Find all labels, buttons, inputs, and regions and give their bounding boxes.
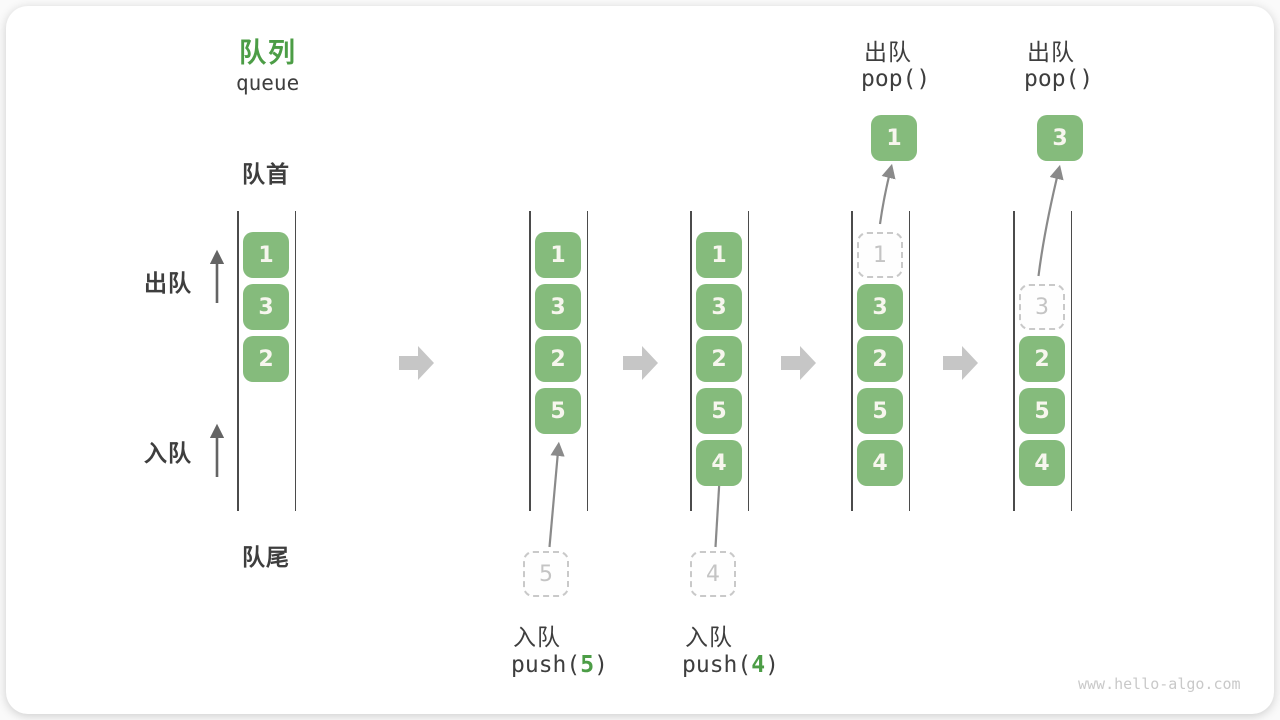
watermark: www.hello-algo.com [1078, 675, 1241, 693]
code-argument: 4 [751, 652, 766, 678]
diagram-card [6, 6, 1274, 714]
queue-wall-left [851, 211, 853, 511]
annotation-dequeue-code: pop() [861, 66, 931, 92]
queue-slot: 2 [696, 336, 742, 382]
queue-slot: 3 [535, 284, 581, 330]
queue-wall-right [747, 211, 749, 511]
queue-slot: 4 [1019, 440, 1065, 486]
staged-element: 5 [523, 551, 569, 597]
popped-element: 1 [871, 115, 917, 161]
queue-slot: 3 [696, 284, 742, 330]
queue-wall-right [586, 211, 588, 511]
queue-slot: 3 [857, 284, 903, 330]
queue-state-2: 1 3 2 5 [529, 211, 588, 511]
queue-slot: 1 [696, 232, 742, 278]
queue-slot: 3 [243, 284, 289, 330]
queue-slot-dashed: 3 [1019, 284, 1065, 330]
queue-wall-left [1013, 211, 1015, 511]
queue-wall-right [908, 211, 910, 511]
queue-wall-right [294, 211, 296, 511]
annotation-dequeue-code: pop() [1024, 66, 1094, 92]
queue-wall-right [1070, 211, 1072, 511]
diagram-subtitle: queue [236, 71, 300, 95]
code-text: ) [594, 652, 608, 678]
queue-state-5: 3 2 5 4 [1013, 211, 1072, 511]
staged-element: 4 [690, 551, 736, 597]
queue-slot: 5 [535, 388, 581, 434]
queue-slot: 5 [857, 388, 903, 434]
annotation-dequeue-label: 出队 [864, 39, 912, 65]
queue-slot: 2 [857, 336, 903, 382]
annotation-dequeue-label: 出队 [1027, 39, 1075, 65]
queue-slot: 2 [535, 336, 581, 382]
queue-state-4: 1 3 2 5 4 [851, 211, 910, 511]
queue-slot: 5 [696, 388, 742, 434]
code-argument: 5 [580, 652, 595, 678]
queue-state-1: 1 3 2 [237, 211, 296, 511]
code-text: ) [765, 652, 779, 678]
queue-slot: 2 [243, 336, 289, 382]
queue-slot: 1 [243, 232, 289, 278]
queue-slot: 2 [1019, 336, 1065, 382]
queue-slot: 5 [1019, 388, 1065, 434]
queue-slot: 1 [535, 232, 581, 278]
label-queue-front: 队首 [242, 161, 290, 187]
queue-slot-dashed: 1 [857, 232, 903, 278]
annotation-enqueue-label: 入队 [685, 624, 733, 650]
annotation-enqueue-code: push(4) [682, 652, 779, 678]
code-text: push( [511, 652, 581, 678]
queue-wall-left [237, 211, 239, 511]
queue-wall-left [529, 211, 531, 511]
queue-state-3: 1 3 2 5 4 [690, 211, 749, 511]
queue-slot: 4 [696, 440, 742, 486]
annotation-enqueue-label: 入队 [513, 624, 561, 650]
code-text: push( [682, 652, 752, 678]
annotation-enqueue-code: push(5) [511, 652, 608, 678]
label-queue-rear: 队尾 [242, 544, 290, 570]
label-enqueue: 入队 [144, 440, 192, 466]
queue-slot: 4 [857, 440, 903, 486]
label-dequeue: 出队 [144, 270, 192, 296]
queue-wall-left [690, 211, 692, 511]
popped-element: 3 [1037, 115, 1083, 161]
diagram-title: 队列 [239, 38, 297, 68]
